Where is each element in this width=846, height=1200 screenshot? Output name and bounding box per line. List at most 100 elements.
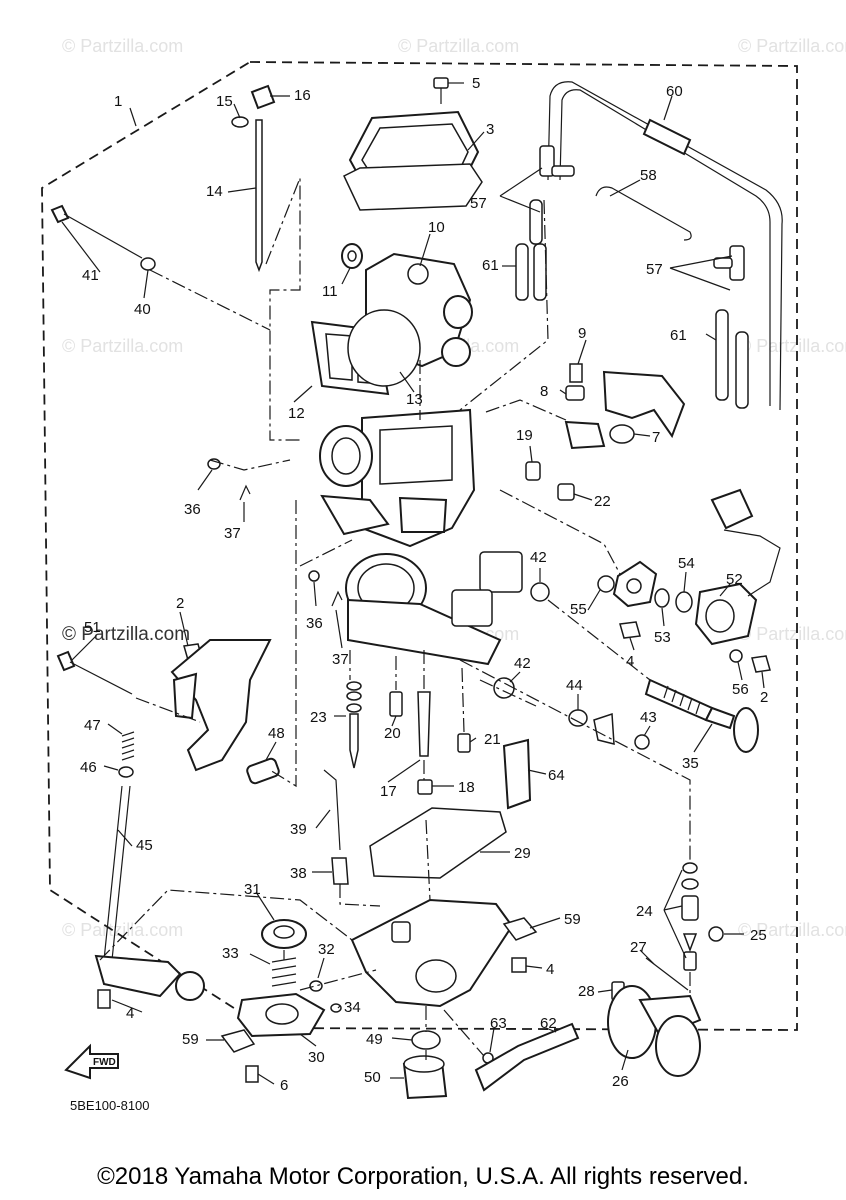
part-24-starter-jet-set [681,862,699,971]
part-32-small-part [309,980,323,992]
part-7-washer [609,424,635,444]
part-30-cover [236,992,326,1038]
callout-12: 12 [288,405,305,422]
part-54-o-ring [675,591,693,613]
callout-61: 61 [482,257,499,274]
part-36-washer [207,458,221,470]
part-47-spring [121,731,135,761]
callout-13: 13 [406,391,423,408]
callout-23: 23 [310,709,327,726]
part-38-tube-end [331,857,349,885]
fwd-label: FWD [93,1057,116,1068]
callout-11: 11 [322,283,338,300]
callout-64: 64 [548,767,565,784]
part-11-seal [341,243,363,269]
callout-40: 40 [134,301,151,318]
part-26-accelerator-pump [607,985,702,1077]
callout-4: 4 [626,653,634,670]
part-57-t-joint [713,245,745,281]
callout-28: 28 [578,983,595,1000]
part-33-spring [271,957,297,987]
callout-25: 25 [750,927,767,944]
part-52-throttle-position-sensor [694,488,781,646]
callout-30: 30 [308,1049,325,1066]
callout-14: 14 [206,183,223,200]
part-16-screw-head [250,84,276,110]
watermark-text: © Partzilla.com [62,36,183,56]
part-60-vent-hoses [547,81,783,411]
callout-47: 47 [84,717,101,734]
callout-48: 48 [268,725,285,742]
callout-17: 17 [380,783,397,800]
part-6-screw [245,1065,259,1083]
part-64-baffle [502,738,532,810]
watermark-text: © Partzilla.com [738,36,846,56]
part-61-hose [515,199,547,301]
callout-24: 24 [636,903,653,920]
part-19-plug [525,461,541,481]
part-sensor-plate [612,560,658,608]
callout-29: 29 [514,845,531,862]
callout-20: 20 [384,725,401,742]
callout-44: 44 [566,677,583,694]
part-22-screw [557,483,575,501]
part-57-t-joint [539,145,575,177]
part-34-screw [330,1003,342,1013]
part-55-spacer [597,575,615,593]
callout-22: 22 [594,493,611,510]
part-25-screw [708,926,724,942]
part-35-starter-plunger [644,678,759,753]
part-48-collar [246,757,280,785]
callout-57: 57 [646,261,663,278]
callout-52: 52 [726,571,743,588]
callout-4: 4 [546,961,554,978]
callout-15: 15 [216,93,233,110]
callout-45: 45 [136,837,153,854]
part-4-screw [97,989,111,1009]
watermark-text: © Partzilla.com [62,920,183,940]
part-49-o-ring [411,1030,441,1050]
part-41-long-screw [50,204,143,259]
callout-34: 34 [344,999,361,1016]
callout-18: 18 [458,779,475,796]
part-43-screw [634,734,650,750]
part-lever [593,712,615,745]
part-39-tube [323,769,341,851]
assembly-boundary [41,61,798,1031]
callout-3: 3 [486,121,494,138]
part-53-o-ring [654,588,670,608]
callout-labels: 1 5 3 16 15 14 10 11 12 13 57 57 58 60 6… [80,75,768,1094]
watermark-text: © Partzilla.com [738,624,846,644]
watermark-text: © Partzilla.com [738,336,846,356]
callout-19: 19 [516,427,533,444]
callout-50: 50 [364,1069,381,1086]
carburetor-main-body [319,408,523,666]
callout-7: 7 [652,429,660,446]
watermark-text: © Partzilla.com [738,920,846,940]
callout-9: 9 [578,325,586,342]
part-13-o-ring [347,309,421,387]
part-23-jet-needle-set [346,681,362,769]
callout-59: 59 [564,911,581,928]
callout-37: 37 [224,525,241,542]
part-59-clamp [220,1029,256,1053]
callout-38: 38 [290,865,307,882]
callout-42: 42 [514,655,531,672]
part-62-drain-hose [474,1022,580,1092]
callout-26: 26 [612,1073,629,1090]
part-pulley-lever [170,639,272,772]
callout-57: 57 [470,195,487,212]
watermark-text: © Partzilla.com [62,336,183,356]
part-45-adjuster-rod [94,785,205,1001]
part-40-washer [140,257,156,271]
callout-10: 10 [428,219,445,236]
callout-61: 61 [670,327,687,344]
callout-31: 31 [244,881,261,898]
part-float-bowl [350,898,514,1008]
part-bracket [564,370,686,450]
callout-43: 43 [640,709,657,726]
callout-56: 56 [732,681,749,698]
fwd-arrow-icon: FWD [64,1043,119,1080]
part-21-pilot-jet [457,733,471,753]
